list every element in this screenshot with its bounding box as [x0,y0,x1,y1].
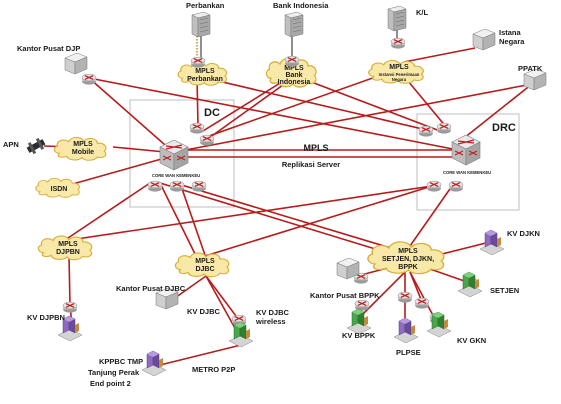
kv-djpbn-label: KV DJPBN [27,313,65,322]
djp-router-icon [81,73,97,86]
metro-p2p-label: METRO P2P [192,365,235,374]
kv-djbc-label: KV DJBC [187,307,221,316]
apn-label: APN [3,140,19,149]
istana-label-2: Negara [499,37,525,46]
istana-label-1: Istana [499,28,522,37]
drc-router-1-icon [418,125,434,138]
mpls-djbc-label-1: MPLS [195,258,215,265]
mpls-bi-label-2: Bank [285,72,302,79]
dc-core-label: CORE WAN KEMENKEU [152,173,200,178]
kv-djbc-wireless-label-1: KV DJBC [256,308,290,317]
ppatk-label: PPATK [518,64,543,73]
kppbc-label-2: Tanjung Perak [88,368,140,377]
mpls-mobile-label-2: Mobile [72,149,94,156]
bank-indonesia-server-icon [284,11,304,38]
mpls-setjen-label-1: MPLS [398,248,418,255]
dc-site-frame [129,99,235,208]
kv-djbc-wireless-label-2: wireless [255,317,286,326]
drc-core-label: CORE WAN KEMENKEU [443,170,491,175]
drc-label: DRC [492,122,516,134]
mpls-perbankan-label-2: Perbankan [187,76,223,83]
bi-router-icon [284,55,300,68]
apn-antenna-icon [26,137,46,155]
kantor-pusat-djp-server-icon [64,52,88,75]
mpls-djpbn-label-1: MPLS [58,241,78,248]
mpls-setjen-label-3: BPPK [398,264,417,271]
kv-gkn-label: KV GKN [457,336,486,345]
mpls-bi-label-1: MPLS [284,65,304,72]
kantor-pusat-djp-label: Kantor Pusat DJP [17,44,80,53]
mpls-djbc-label-2: DJBC [195,266,214,273]
mpls-mobile-label-1: MPLS [73,141,93,148]
drc-core-switch-icon [451,134,481,166]
mpls-instansi-label-3: Negara [392,77,407,82]
drc-router-bottom-1-icon [426,180,442,193]
gkn-router-1-icon [414,297,430,310]
djpbn-router-icon [62,301,78,314]
mpls-instansi-label-1: MPLS [389,64,409,71]
setjen-label: SETJEN [490,286,519,295]
mpls-perbankan-label-1: MPLS [195,68,215,75]
dc-router-top-left-icon [189,122,205,135]
kppbc-label-3: End point 2 [90,379,131,388]
kv-djkn-label: KV DJKN [507,229,540,238]
mpls-bi-label-3: Indonesia [278,79,311,86]
dc-router-bottom-3-icon [191,180,207,193]
kl-router-icon [390,37,406,50]
mpls-link-label: MPLS [303,143,328,153]
kl-server-icon [387,5,407,32]
dc-router-bottom-1-icon [147,180,163,193]
perbankan-label: Perbankan [186,1,225,10]
drc-site-frame [416,113,520,211]
perbankan-server-icon [191,11,211,38]
kv-bppk-router-icon [354,299,370,312]
plpse-building-icon [393,317,419,344]
drc-router-bottom-2-icon [448,180,464,193]
dc-router-top-right-icon [199,134,215,147]
kppbc-label-1: KPPBC TMP [99,357,143,366]
kantor-pusat-djbc-label: Kantor Pusat DJBC [116,284,186,293]
kppbc-building-icon [141,350,167,377]
bank-indonesia-label: Bank Indonesia [273,1,329,10]
drc-router-2-icon [436,122,452,135]
kv-bppk-label: KV BPPK [342,331,376,340]
perbankan-router-icon [190,56,206,69]
mpls-djpbn-label-2: DJPBN [56,249,80,256]
istana-server-icon [472,28,496,51]
kantor-pusat-bppk-label: Kantor Pusat BPPK [310,291,380,300]
mpls-setjen-label-2: SETJEN, DJKN, [382,256,434,263]
setjen-building-icon [457,271,483,298]
plpse-label: PLPSE [396,348,421,357]
kl-label: K/L [416,8,429,17]
mpls-instansi-label-2: Instansi Penerimaan [379,72,420,77]
isdn-label: ISDN [51,186,68,193]
replication-link-label: Replikasi Server [282,160,340,169]
plpse-router-icon [397,291,413,304]
dc-label: DC [204,107,220,119]
kv-djkn-building-icon [479,229,505,256]
dc-router-bottom-2-icon [169,180,185,193]
kv-djbc-wireless-building-icon [228,321,254,348]
